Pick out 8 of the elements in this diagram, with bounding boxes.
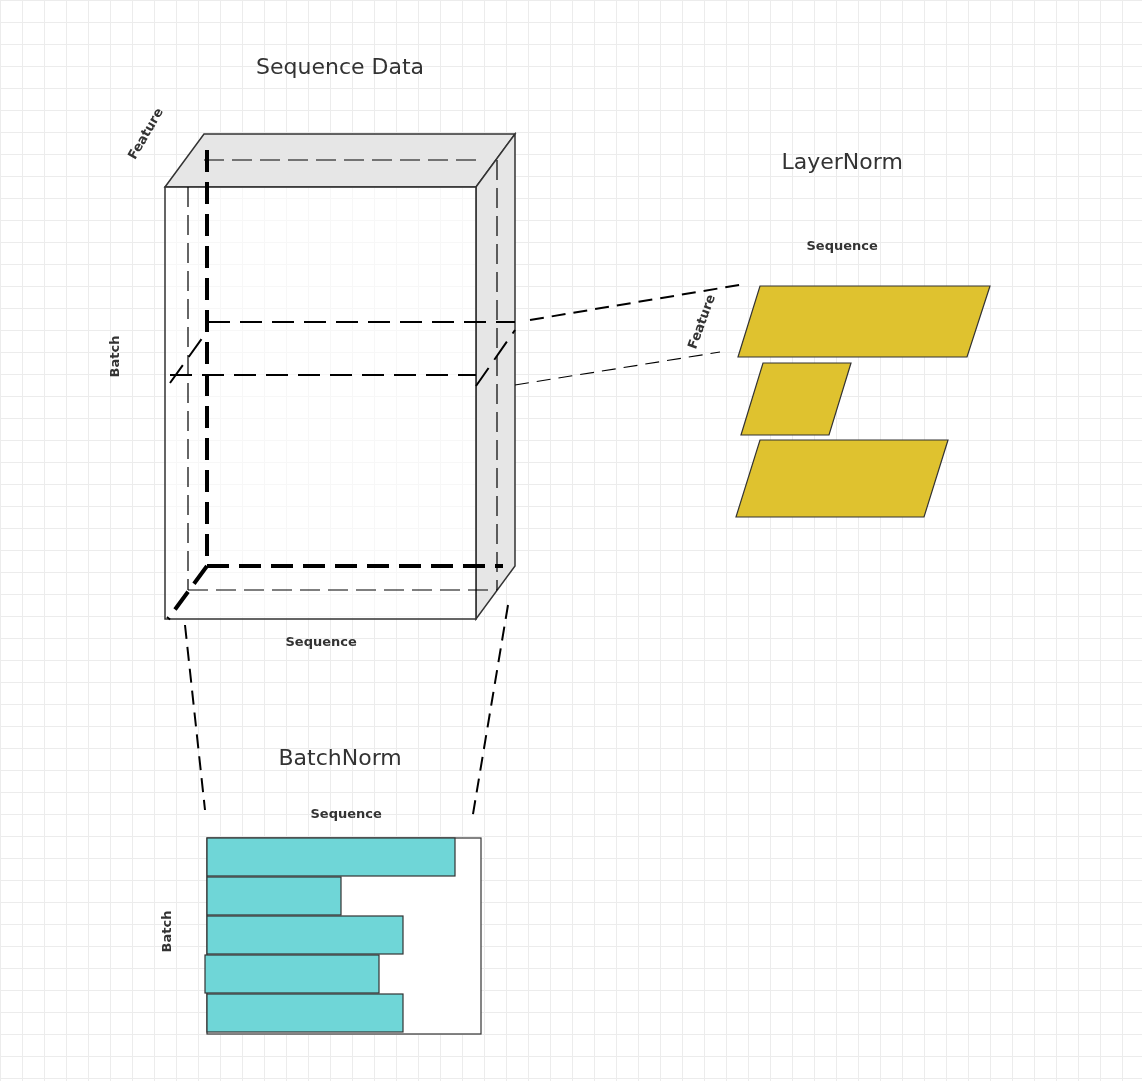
- heading: BatchNorm: [278, 744, 402, 770]
- axis-label: Batch: [107, 335, 123, 377]
- axis-label: Sequence: [285, 633, 357, 649]
- axis-label: Sequence: [310, 805, 382, 821]
- axis-label: Batch: [159, 910, 175, 952]
- heading: LayerNorm: [781, 148, 903, 174]
- heading: Sequence Data: [256, 53, 425, 79]
- axis-label: Sequence: [806, 237, 878, 253]
